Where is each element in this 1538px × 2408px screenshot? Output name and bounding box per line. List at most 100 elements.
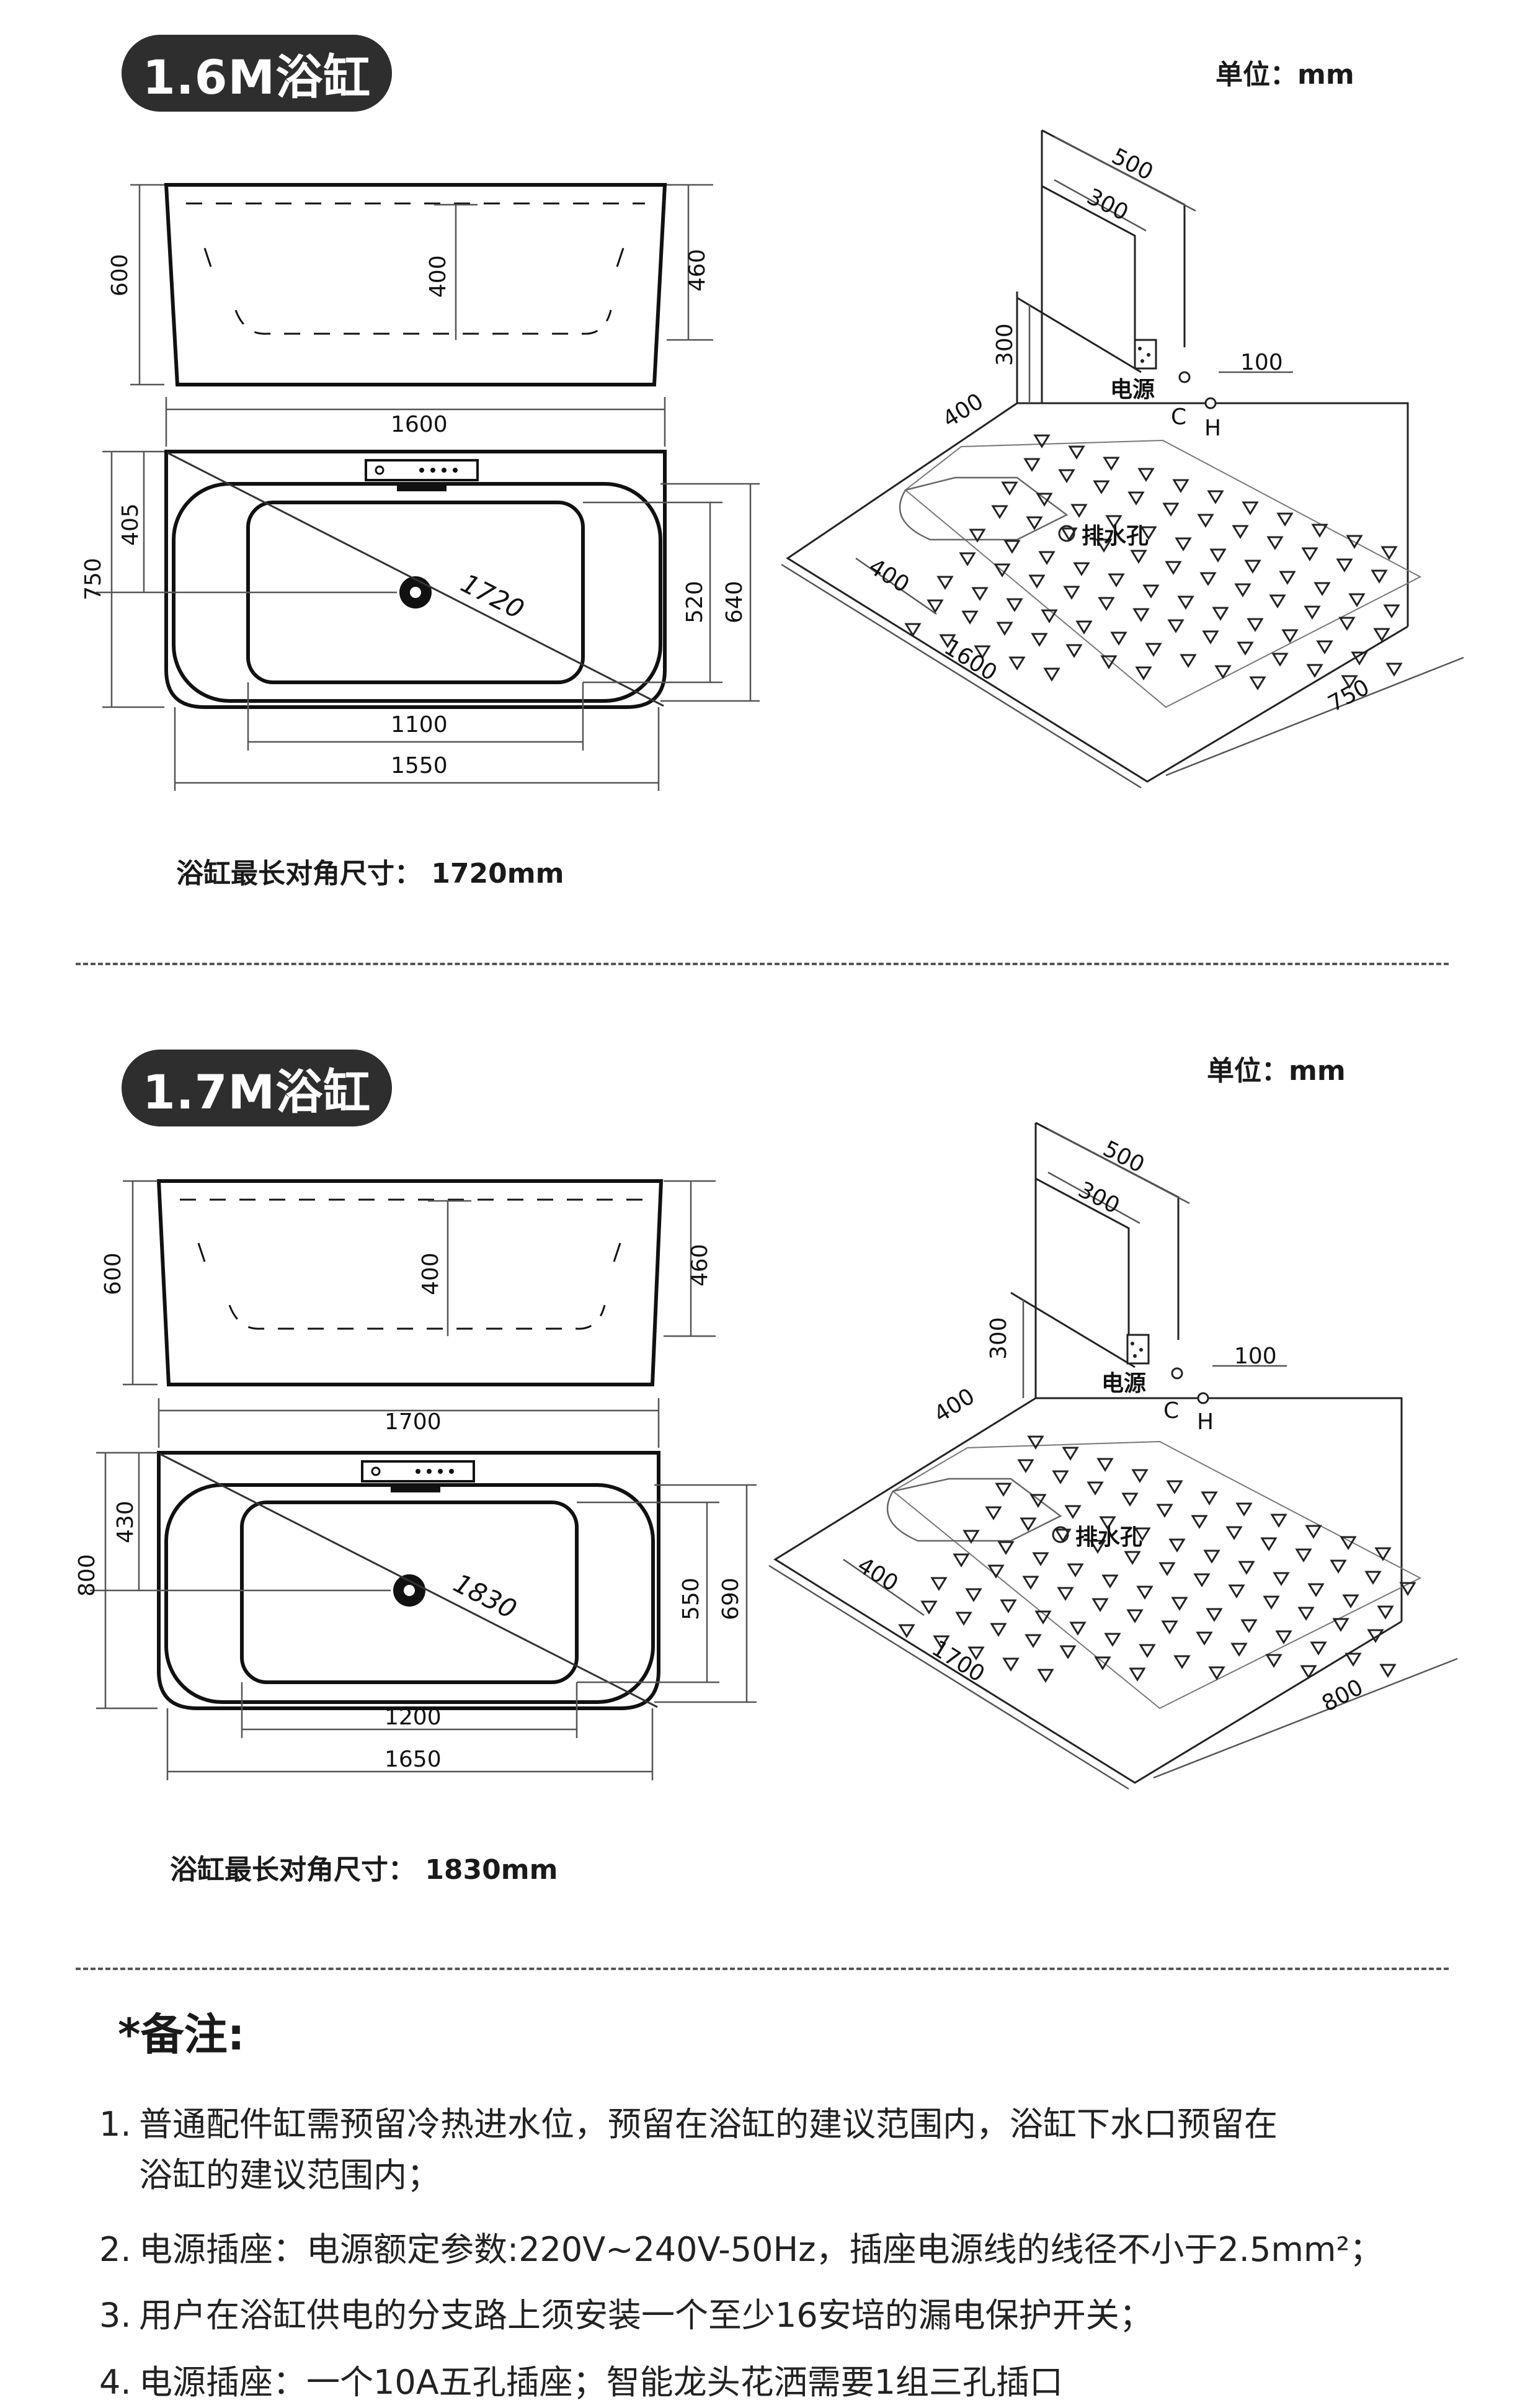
iso-width-label: 750 [1324, 674, 1374, 716]
triangle-mark [971, 587, 989, 601]
triangle-mark [959, 552, 976, 566]
triangle-mark [1242, 501, 1259, 515]
top-width-label: 750 [81, 558, 106, 600]
triangle-mark [996, 622, 1013, 636]
triangle-mark [1017, 1459, 1034, 1473]
side-view-outline [164, 183, 667, 386]
triangle-mark [1008, 656, 1026, 671]
triangle-mark [990, 1623, 1007, 1637]
triangle-mark [1380, 546, 1398, 560]
triangle-mark [1166, 1480, 1183, 1494]
top-width-label: 800 [74, 1554, 100, 1597]
outer-width-label: 690 [718, 1577, 744, 1620]
triangle-mark [1093, 480, 1110, 494]
triangle-mark [1263, 1595, 1280, 1610]
triangle-mark [1100, 655, 1118, 669]
triangle-mark [1225, 1526, 1243, 1540]
triangle-mark [1237, 641, 1254, 656]
hot-inlet [1204, 397, 1217, 409]
triangle-mark [985, 1506, 1002, 1520]
triangle-mark [1139, 1644, 1156, 1658]
triangle-mark [1346, 535, 1363, 549]
power-socket [1126, 1334, 1150, 1365]
triangle-mark [1371, 569, 1388, 584]
note-2: 2.电源插座：电源额定参数:220V~240V-50Hz，插座电源线的线径不小于… [99, 2224, 1488, 2275]
triangle-mark [1099, 1516, 1116, 1530]
triangle-mark [965, 1588, 982, 1602]
note-4: 4.电源插座：一个10A五孔插座；智能龙头花洒需要1组三孔插口 [99, 2357, 1488, 2408]
note-number: 4. [99, 2363, 131, 2402]
triangle-mark [1304, 605, 1321, 620]
tub-drawings-2: 600 400 460 1700 1830 800 430 550 690 12… [74, 1122, 1458, 1790]
triangle-mark [1137, 468, 1155, 482]
drain-offset-label: 405 [118, 503, 143, 546]
triangle-mark [1161, 1620, 1178, 1634]
triangle-mark [1059, 1645, 1077, 1659]
triangle-mark [1036, 493, 1053, 507]
triangle-mark [1244, 560, 1261, 574]
iso-tub-floor [904, 439, 1422, 708]
outer-length-label: 1550 [391, 753, 448, 778]
triangle-mark [993, 563, 1011, 577]
triangle-mark [1043, 667, 1060, 682]
triangle-mark [1305, 1525, 1322, 1539]
triangle-mark [953, 1553, 970, 1567]
triangle-mark [1172, 479, 1189, 493]
unit-label: 单位：mm [1207, 1055, 1346, 1087]
triangle-mark [1310, 1641, 1327, 1656]
triangle-mark [1379, 1664, 1397, 1678]
triangle-mark [1003, 540, 1021, 554]
triangle-mark [1063, 586, 1080, 600]
note-number: 2. [99, 2230, 131, 2269]
triangle-mark [1033, 434, 1051, 448]
triangle-mark [1377, 1605, 1394, 1620]
note-text: 普通配件缸需预留冷热进水位，预留在浴缸的建议范围内，浴缸下水口预留在 [139, 2105, 1278, 2144]
triangle-mark [1032, 1552, 1049, 1566]
control-panel [365, 459, 479, 481]
triangle-mark [1026, 516, 1043, 530]
power-socket [1134, 339, 1157, 370]
top-view-outline [157, 1451, 660, 1710]
iso-drain-400-label: 400 [864, 554, 913, 598]
triangle-mark [1075, 620, 1093, 635]
triangle-mark [967, 1646, 985, 1661]
triangle-mark [991, 505, 1008, 519]
triangle-mark [1052, 1470, 1069, 1484]
triangle-mark [969, 528, 986, 543]
triangle-mark [1209, 548, 1227, 563]
drain-label: 排水孔 [1082, 524, 1149, 549]
triangle-mark [1131, 1469, 1149, 1483]
triangle-mark [1096, 1458, 1114, 1472]
triangle-mark [1173, 1655, 1191, 1669]
cold-label: C [1163, 1398, 1179, 1424]
triangle-mark [1301, 547, 1318, 561]
triangle-mark [1156, 1504, 1173, 1518]
note-number: 3. [99, 2296, 131, 2335]
triangle-mark [1134, 1527, 1151, 1541]
side-height-label: 600 [107, 254, 133, 297]
triangle-mark [936, 576, 954, 590]
triangle-mark [1340, 1536, 1357, 1550]
side-view-outline [156, 1179, 664, 1386]
triangle-mark [1260, 1537, 1278, 1551]
triangle-mark [1338, 617, 1356, 631]
diagonal-caption: 浴缸最长对角尺寸： 1720mm [176, 858, 564, 890]
triangle-mark [1135, 666, 1152, 680]
triangle-mark [1234, 583, 1251, 597]
iso-triangle-pattern [904, 434, 1403, 690]
unit-label: 单位：mm [1216, 59, 1354, 91]
triangle-mark [1158, 1562, 1176, 1576]
triangle-mark [1060, 527, 1078, 542]
cold-inlet [1178, 371, 1191, 383]
triangle-mark [1070, 504, 1088, 518]
triangle-mark [1104, 1633, 1121, 1647]
iso-drain-zone [886, 1478, 1062, 1542]
triangle-mark [1230, 1643, 1248, 1657]
triangle-mark [1130, 550, 1147, 564]
triangle-mark [1162, 502, 1180, 517]
diagonal-line [159, 1453, 658, 1708]
section-divider [76, 963, 1449, 965]
top-length-label: 1600 [391, 412, 448, 437]
triangle-mark [955, 1612, 972, 1626]
triangle-mark [1197, 514, 1214, 528]
